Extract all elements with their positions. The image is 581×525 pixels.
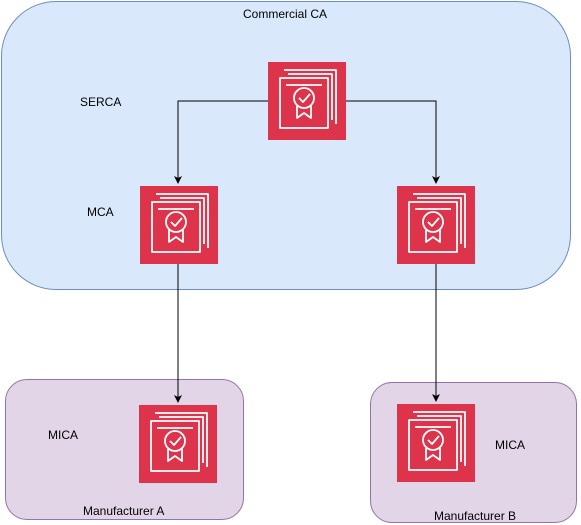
mca-left-certificate-icon[interactable]: [140, 186, 218, 264]
mica-b-certificate-icon[interactable]: [397, 404, 475, 482]
mca-label: MCA: [87, 205, 114, 219]
mica-a-label: MICA: [48, 428, 78, 442]
manufacturer-a-label: Manufacturer A: [83, 504, 165, 518]
serca-label: SERCA: [80, 95, 122, 109]
mica-b-label: MICA: [495, 438, 525, 452]
edge-serca-to-mca-left: [174, 100, 268, 184]
manufacturer-b-label: Manufacturer B: [434, 509, 517, 523]
edge-serca-to-mca-right: [346, 100, 440, 184]
serca-certificate-icon[interactable]: [268, 62, 346, 140]
mica-a-certificate-icon[interactable]: [139, 405, 217, 483]
mca-right-certificate-icon[interactable]: [397, 186, 475, 264]
commercial-ca-label: Commercial CA: [243, 7, 328, 21]
commercial-ca-group: [1, 1, 571, 290]
